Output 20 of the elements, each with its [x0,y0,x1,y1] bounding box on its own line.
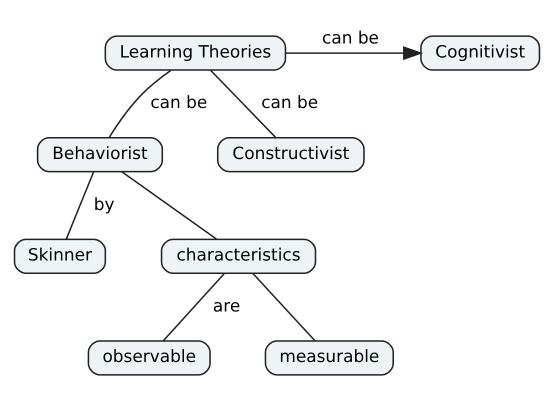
connector [66,171,94,240]
connector [162,272,226,342]
edge-label: can be [150,92,208,112]
connector [210,69,276,138]
connector [108,70,172,138]
edge-label: can be [322,28,379,48]
connector [121,171,217,240]
node-box: Learning Theories [104,35,286,71]
node-box: Skinner [14,238,106,274]
node-box: measurable [264,340,394,376]
node-box: Constructivist [216,137,365,172]
node-box: characteristics [160,238,316,274]
connector [252,272,316,342]
edge-label: by [94,194,115,214]
node-box: Cognitivist [420,35,540,71]
arrow [286,46,424,60]
edge-label: can be [261,92,318,112]
edge-label: are [212,295,240,316]
node-box: Behaviorist [36,137,164,172]
node-box: observable [88,340,211,376]
